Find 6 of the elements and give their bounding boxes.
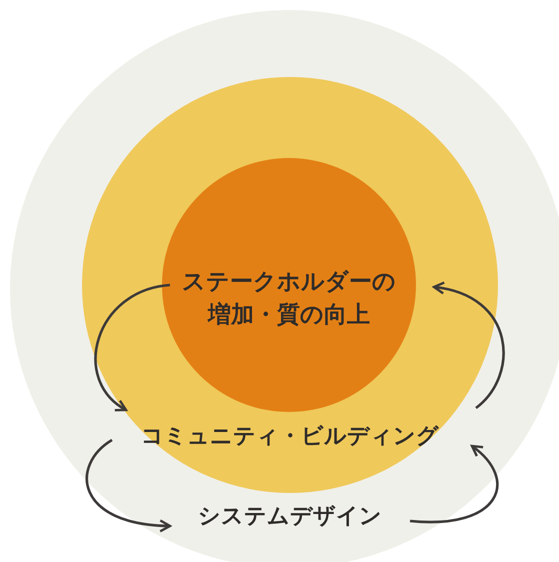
- curved-arrow: [410, 444, 498, 524]
- curved-arrow: [432, 282, 505, 409]
- curved-arrow: [86, 438, 172, 532]
- stage-label: ステークホルダーの増加・質の向上: [172, 266, 406, 338]
- curved-arrow: [94, 284, 170, 412]
- stage-label: システムデザイン: [183, 501, 397, 535]
